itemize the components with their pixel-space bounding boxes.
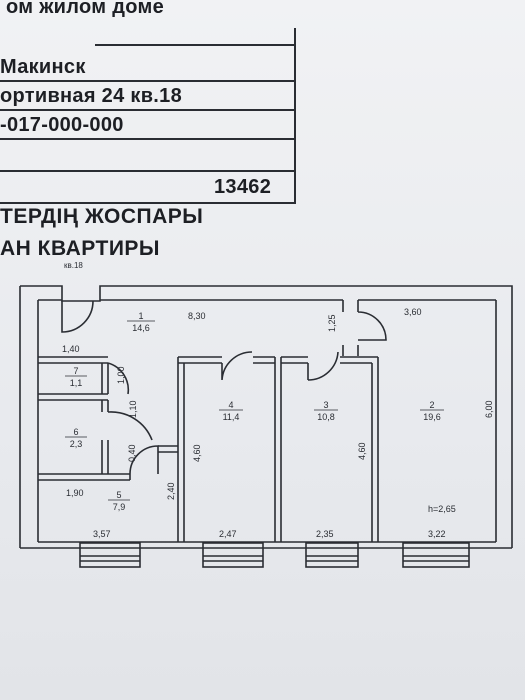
- dim-bottom-1: 3,57: [93, 529, 111, 539]
- dim-bottom-4: 3,22: [428, 529, 446, 539]
- header-line1: ом жилом доме: [6, 0, 164, 18]
- dim-hall-width: 1,90: [66, 488, 84, 498]
- entrance-door: [61, 300, 94, 333]
- header-number: 13462: [214, 176, 272, 198]
- hall-door: [129, 445, 159, 475]
- room-6-area: 2,3: [70, 439, 83, 449]
- rule-1: [95, 44, 295, 46]
- rule-5: [0, 170, 296, 172]
- dim-wc-door: 1,00: [116, 366, 126, 384]
- dim-wc-width: 1,40: [62, 344, 80, 354]
- outer-wall-right: [495, 300, 513, 548]
- dim-bottom-3: 2,35: [316, 529, 334, 539]
- room-7-id: 7: [73, 366, 78, 376]
- room3-walls: [281, 356, 378, 364]
- rule-2: [0, 80, 296, 82]
- rule-6: [0, 202, 296, 204]
- bath-door: [107, 411, 153, 441]
- room-3-id: 3: [323, 400, 328, 410]
- corridor-door: [342, 300, 387, 341]
- rule-3: [0, 109, 296, 111]
- room-3-area: 10,8: [317, 412, 335, 422]
- dim-ceiling: h=2,65: [428, 504, 456, 514]
- hall-partition: [158, 445, 178, 453]
- header-cadastre: -017-000-000: [0, 114, 124, 136]
- dim-corridor-door: 1,25: [327, 314, 337, 332]
- rule-vertical: [294, 28, 296, 203]
- hall-walls: [38, 473, 131, 481]
- header-address: ортивная 24 кв.18: [0, 85, 182, 107]
- room4-walls: [178, 356, 275, 364]
- windows: [79, 542, 470, 568]
- dim-bath-door: 1,10: [128, 400, 138, 418]
- room-2-id: 2: [429, 400, 434, 410]
- dim-room2-depth: 6,00: [484, 400, 494, 418]
- dim-hall-depth: 2,40: [166, 482, 176, 500]
- dim-room3-depth: 4,60: [357, 442, 367, 460]
- apt-label: кв.18: [64, 261, 83, 270]
- plan-title-kz: ТЕРДІҢ ЖОСПАРЫ: [0, 205, 204, 228]
- header-city: Макинск: [0, 56, 86, 78]
- outer-wall-left: [19, 286, 39, 548]
- dim-top-left: 8,30: [188, 311, 206, 321]
- room3-door: [307, 351, 339, 381]
- outer-wall-top: [20, 285, 513, 302]
- dimension-labels: кв.18 8,30 3,60 1,25 1,40 1,00 1,10 0,40…: [62, 261, 494, 539]
- room-1-id: 1: [138, 311, 143, 321]
- room-6-id: 6: [73, 427, 78, 437]
- wc-door: [107, 362, 130, 395]
- dim-hall-door: 0,40: [127, 444, 137, 462]
- plan-title-ru: АН КВАРТИРЫ: [0, 237, 160, 260]
- dim-room4-depth: 4,60: [192, 444, 202, 462]
- rule-4: [0, 138, 296, 140]
- room-5-area: 7,9: [113, 502, 126, 512]
- room-5-id: 5: [116, 490, 121, 500]
- room-4-id: 4: [228, 400, 233, 410]
- dim-bottom-2: 2,47: [219, 529, 237, 539]
- outer-wall-bottom: [20, 541, 512, 549]
- room-labels: 1 14,6 2 19,6 3 10,8 4 11,4 5 7,9 6 2,3 …: [65, 311, 444, 512]
- room-2-area: 19,6: [423, 412, 441, 422]
- bath-walls: [38, 393, 109, 474]
- room-1-area: 14,6: [132, 323, 150, 333]
- wc-walls: [38, 356, 109, 394]
- dim-top-right: 3,60: [404, 307, 422, 317]
- room-7-area: 1,1: [70, 378, 83, 388]
- room-4-area: 11,4: [223, 412, 240, 422]
- room4-door: [221, 351, 253, 381]
